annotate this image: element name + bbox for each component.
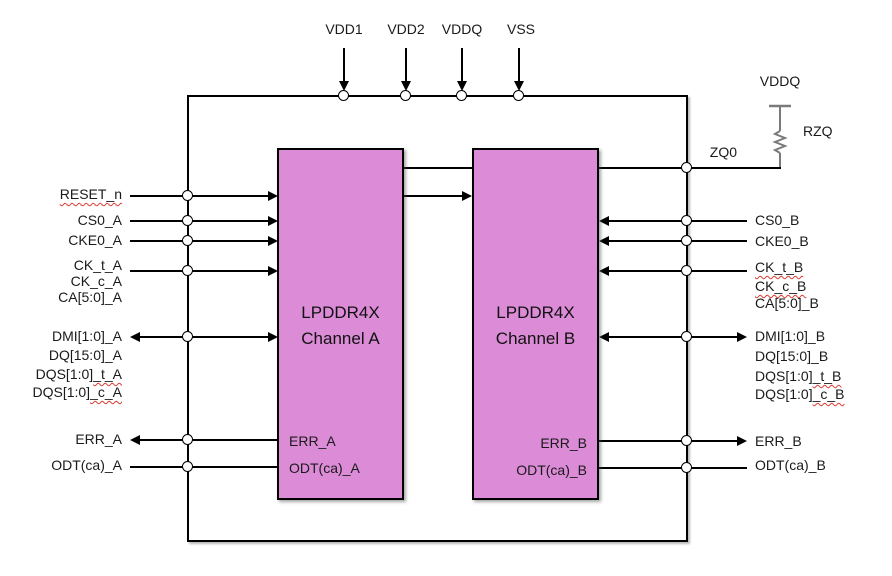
pin-label-ck-t-a: CK_t_A bbox=[73, 257, 122, 273]
dqb-arrowhead-left bbox=[599, 332, 609, 342]
pin-label-dq-b: DQ[15:0]_B bbox=[755, 348, 829, 364]
dqa-line bbox=[140, 336, 268, 338]
odtb-line bbox=[599, 467, 747, 469]
vdd2-arrowhead bbox=[401, 81, 411, 91]
dqb-arrowhead-right bbox=[737, 332, 747, 342]
pin-label-dqs-c-b: DQS[1:0]_c_B bbox=[755, 386, 845, 402]
pin-label-dqs-c-a: DQS[1:0]_c_A bbox=[32, 384, 122, 400]
cs0b-pin-circle bbox=[681, 215, 692, 226]
cka-pin-circle bbox=[182, 265, 193, 276]
vss-pin-circle bbox=[513, 90, 524, 101]
vdd2-pin-circle bbox=[400, 90, 411, 101]
odtb-pin-circle bbox=[681, 462, 692, 473]
erra-pin-circle bbox=[182, 434, 193, 445]
pin-label-err-b: ERR_B bbox=[755, 433, 802, 449]
pin-label-ca-b: CA[5:0]_B bbox=[755, 295, 819, 311]
errb-line bbox=[599, 440, 737, 442]
reset-inter-channel-line bbox=[404, 195, 462, 197]
power-label-vdd1: VDD1 bbox=[325, 21, 363, 37]
pin-label-dqs-t-b: DQS[1:0]_t_B bbox=[755, 368, 842, 384]
pin-label-cke0-b: CKE0_B bbox=[755, 233, 809, 249]
ckb-pin-circle bbox=[681, 265, 692, 276]
zq-vddq-label: VDDQ bbox=[759, 73, 801, 89]
odta-pin-circle bbox=[182, 461, 193, 472]
power-label-vdd2: VDD2 bbox=[387, 21, 425, 37]
reset-arrowhead bbox=[268, 191, 278, 201]
zq0-inter-channel-line bbox=[404, 167, 472, 169]
pin-label-ck-t-b: CK_t_B bbox=[755, 259, 804, 275]
channel-a-err-pin-label: ERR_A bbox=[289, 433, 336, 449]
reset-pin-circle bbox=[182, 190, 193, 201]
pin-label-ck-c-a: CK_c_A bbox=[70, 273, 122, 289]
dqa-arrowhead-left bbox=[130, 332, 140, 342]
cs0a-arrowhead bbox=[268, 216, 278, 226]
zq0-label: ZQ0 bbox=[709, 144, 737, 160]
vdd1-pin-circle bbox=[338, 90, 349, 101]
vss-arrowhead bbox=[514, 81, 524, 91]
channel-a-odt-pin-label: ODT(ca)_A bbox=[289, 460, 360, 476]
pin-label-reset-n: RESET_n bbox=[59, 186, 122, 202]
channel-b-err-pin-label: ERR_B bbox=[540, 435, 587, 451]
channel-b-block: LPDDR4X Channel B ERR_B ODT(ca)_B bbox=[472, 148, 599, 500]
zq0-pin-circle bbox=[681, 162, 692, 173]
errb-pin-circle bbox=[681, 435, 692, 446]
erra-arrowhead bbox=[130, 435, 140, 445]
cke0b-pin-circle bbox=[681, 235, 692, 246]
vss-line bbox=[518, 48, 520, 84]
cs0b-line bbox=[609, 220, 747, 222]
vdd1-arrowhead bbox=[339, 81, 349, 91]
channel-a-title: LPDDR4X Channel A bbox=[301, 303, 380, 348]
cke0b-line bbox=[609, 240, 747, 242]
vdd2-line bbox=[405, 48, 407, 84]
vddq-pin-circle bbox=[456, 90, 467, 101]
power-label-vddq: VDDQ bbox=[441, 21, 483, 37]
pin-label-odt-b: ODT(ca)_B bbox=[755, 457, 826, 473]
dqa-arrowhead-right bbox=[268, 332, 278, 342]
pin-label-odt-a: ODT(ca)_A bbox=[51, 457, 122, 473]
pin-label-cs0-a: CS0_A bbox=[77, 212, 122, 228]
pin-label-cs0-b: CS0_B bbox=[755, 212, 800, 228]
power-label-vss: VSS bbox=[506, 21, 535, 37]
pin-label-ck-c-b: CK_c_B bbox=[755, 278, 807, 294]
package-boundary-box bbox=[187, 95, 688, 542]
reset-line bbox=[130, 195, 268, 197]
pin-label-dmi-b: DMI[1:0]_B bbox=[755, 328, 826, 344]
rzq-resistor-symbol bbox=[769, 104, 791, 169]
cka-arrowhead bbox=[268, 266, 278, 276]
pin-label-dqs-t-a: DQS[1:0]_t_A bbox=[35, 366, 122, 382]
errb-arrowhead bbox=[737, 436, 747, 446]
channel-b-odt-pin-label: ODT(ca)_B bbox=[516, 462, 587, 478]
ckb-arrowhead bbox=[599, 266, 609, 276]
cs0a-line bbox=[130, 220, 268, 222]
vdd1-line bbox=[343, 48, 345, 84]
cke0a-line bbox=[130, 240, 268, 242]
cke0b-arrowhead bbox=[599, 236, 609, 246]
pin-label-dq-a: DQ[15:0]_A bbox=[48, 347, 122, 363]
vddq-line bbox=[461, 48, 463, 84]
reset-inter-channel-arrowhead bbox=[462, 191, 472, 201]
channel-b-title: LPDDR4X Channel B bbox=[495, 303, 576, 348]
vddq-arrowhead bbox=[457, 81, 467, 91]
dqa-pin-circle bbox=[182, 331, 193, 342]
cke0a-pin-circle bbox=[182, 235, 193, 246]
dqb-line bbox=[609, 336, 737, 338]
channel-a-block: LPDDR4X Channel A ERR_A ODT(ca)_A bbox=[277, 148, 404, 500]
cs0a-pin-circle bbox=[182, 215, 193, 226]
cka-line bbox=[130, 270, 268, 272]
pin-label-ca-a: CA[5:0]_A bbox=[58, 289, 122, 305]
cke0a-arrowhead bbox=[268, 236, 278, 246]
pin-label-cke0-a: CKE0_A bbox=[68, 232, 122, 248]
odta-line bbox=[130, 466, 277, 468]
pin-label-err-a: ERR_A bbox=[75, 431, 122, 447]
ckb-line bbox=[609, 270, 747, 272]
erra-line bbox=[140, 439, 277, 441]
pin-label-dmi-a: DMI[1:0]_A bbox=[51, 328, 122, 344]
dqb-pin-circle bbox=[681, 331, 692, 342]
rzq-label: RZQ bbox=[803, 123, 833, 139]
cs0b-arrowhead bbox=[599, 216, 609, 226]
